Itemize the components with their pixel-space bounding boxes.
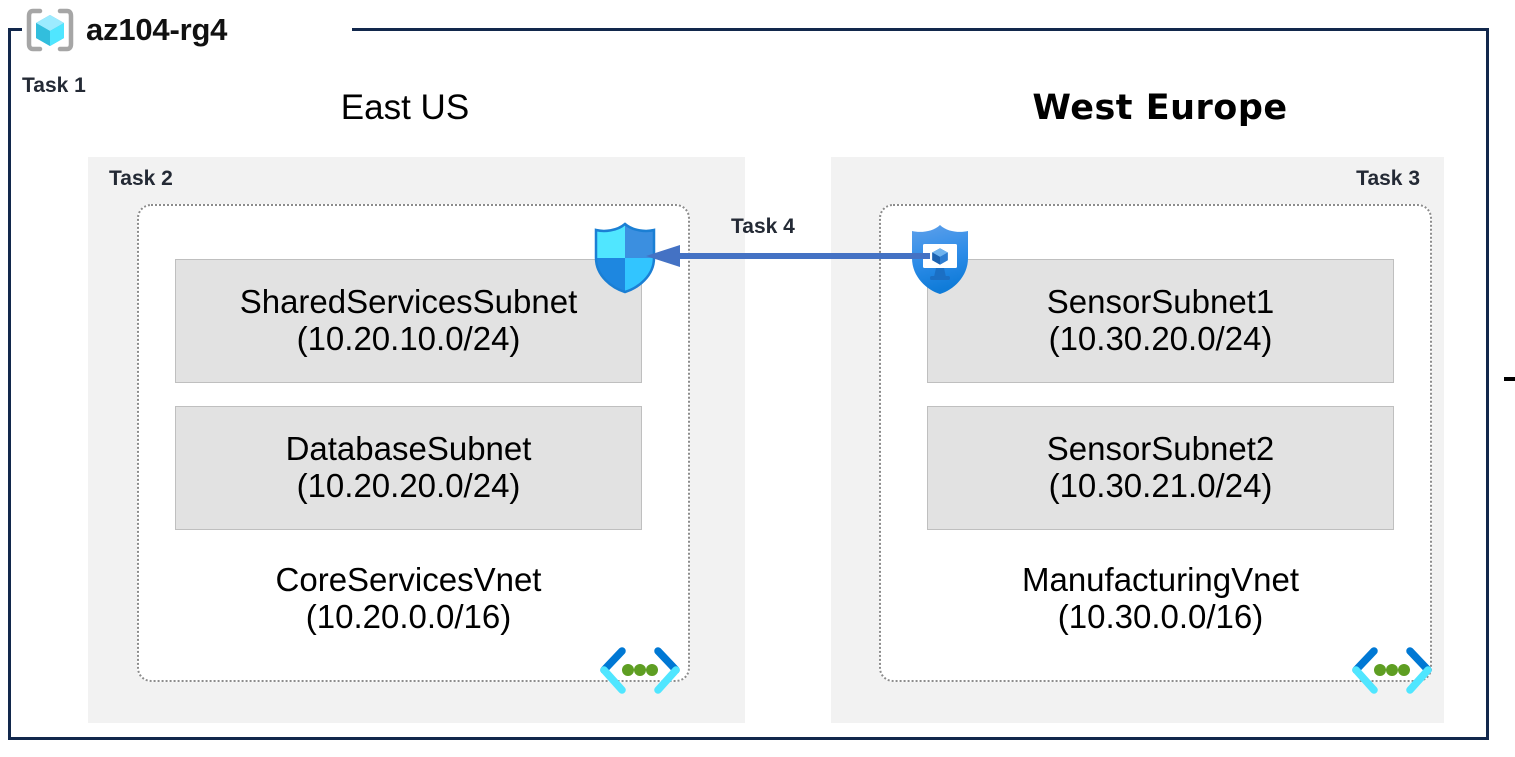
azure-resource-group-icon [24,6,76,54]
edge-tick-mark [1504,377,1515,381]
vnet-peering-arrow [646,245,930,267]
virtual-network-icon [598,645,682,702]
subnet-box-databasesubnet: DatabaseSubnet (10.20.20.0/24) [175,406,642,530]
subnet-box-sensorsubnet2: SensorSubnet2 (10.30.21.0/24) [927,406,1394,530]
subnet-box-sensorsubnet1: SensorSubnet1 (10.30.20.0/24) [927,259,1394,383]
resource-group-header: az104-rg4 [24,6,227,54]
network-security-group-shield-icon [592,222,658,299]
vnet-cidr: (10.30.0.0/16) [1057,597,1264,635]
region-title-west-europe: West Europe [1032,88,1288,128]
subnet-name: SensorSubnet1 [1046,283,1275,321]
task-2-label: Task 2 [109,167,173,190]
subnet-box-sharedservicessubnet: SharedServicesSubnet (10.20.10.0/24) [175,259,642,383]
subnet-cidr: (10.20.10.0/24) [296,320,521,357]
task-4-label: Task 4 [731,215,795,238]
task-1-label: Task 1 [22,74,86,97]
region-title-east-us: East US [340,88,470,127]
task-3-label: Task 3 [1356,167,1420,190]
vnet-cidr: (10.20.0.0/16) [305,597,512,635]
subnet-name: SharedServicesSubnet [239,283,578,321]
subnet-name: SensorSubnet2 [1046,430,1275,468]
subnet-cidr: (10.20.20.0/24) [296,467,521,504]
subnet-cidr: (10.30.20.0/24) [1048,320,1273,357]
vnet-name: ManufacturingVnet [1021,561,1299,598]
vnet-caption-coreservicesvnet: CoreServicesVnet (10.20.0.0/16) [175,561,642,636]
vnet-name: CoreServicesVnet [275,561,542,598]
network-watcher-shield-icon [906,222,974,301]
resource-group-title-mask [22,18,352,40]
subnet-name: DatabaseSubnet [285,430,532,468]
subnet-cidr: (10.30.21.0/24) [1048,467,1273,504]
resource-group-name: az104-rg4 [86,12,228,47]
virtual-network-icon [1350,645,1434,702]
resource-group-frame [8,28,1489,740]
vnet-caption-manufacturingvnet: ManufacturingVnet (10.30.0.0/16) [927,561,1394,636]
